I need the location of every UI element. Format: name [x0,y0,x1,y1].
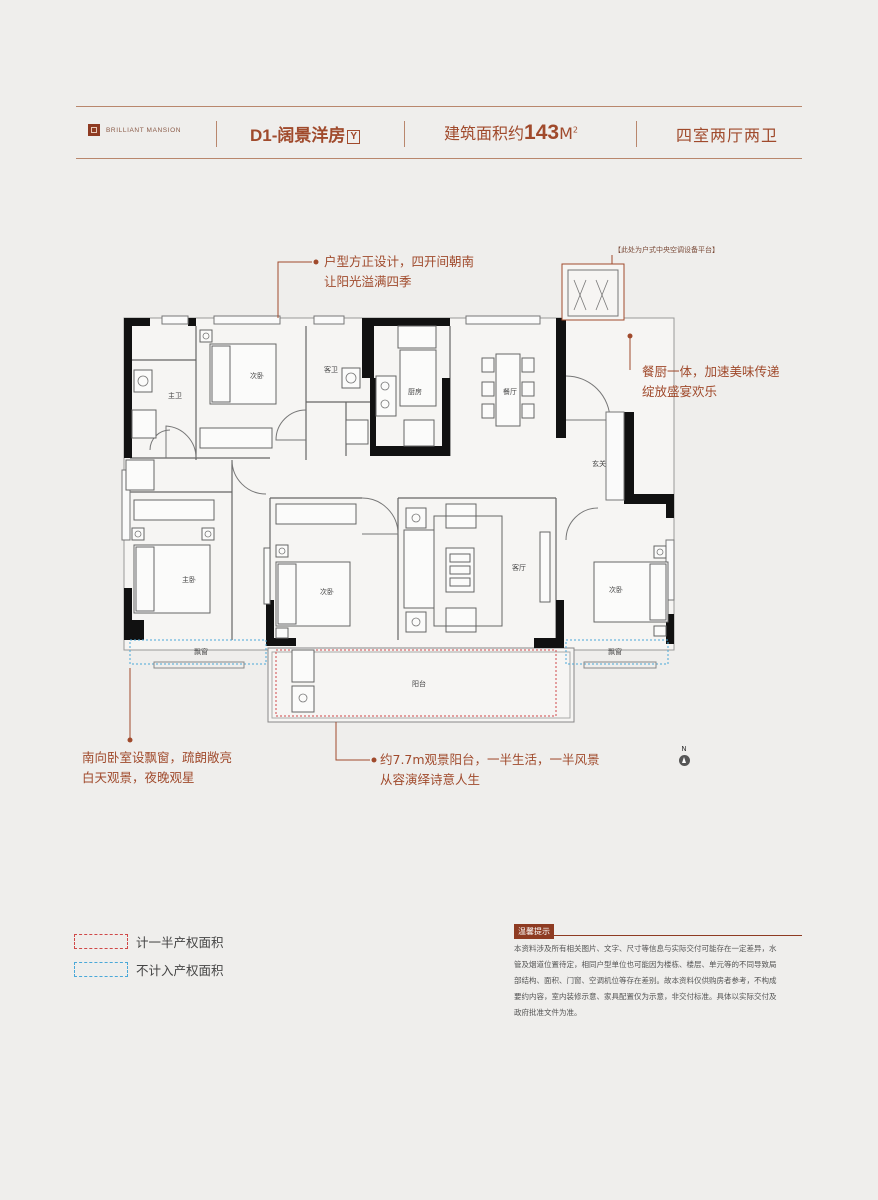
unit-type-name: D1-阔景洋房 [250,126,346,145]
balcony-note-line: 从容演绎诗意人生 [380,772,481,787]
bay-note-line: 南向卧室设飘窗，疏朗敞亮 [82,750,233,765]
bay-note: 南向卧室设飘窗，疏朗敞亮 白天观景，夜晚观星 [82,748,232,788]
room-label-entrance: 玄关 [592,459,606,468]
brand: BRILLIANT MANSION [88,124,181,136]
room-label-bedroom-mid: 次卧 [320,587,334,596]
tips-line: 政府批准文件为准。 [514,1008,582,1017]
layout-note-line: 让阳光溢满四季 [324,274,412,289]
room-label-living: 客厅 [512,563,526,572]
dining-note-line: 绽放盛宴欢乐 [642,384,718,399]
blue-dashed-swatch-icon [74,962,128,977]
north-indicator: N [677,745,691,766]
balcony-note: 约7.7m观景阳台，一半生活，一半风景 从容演绎诗意人生 [380,750,600,790]
room-label-bay-west: 飘窗 [194,647,208,656]
legend-half-area-label: 计一半产权面积 [136,935,224,950]
tips-title: 温馨提示 [514,924,554,939]
tips-line: 本资料涉及所有相关图片、文字、尺寸等信息与实际交付可能存在一定差异，水 [514,944,777,953]
north-label: N [681,745,687,753]
header-top-rule [76,106,802,107]
ac-platform-note: 【此处为户式中央空调设备平台】 [614,246,719,254]
layout-note-line: 户型方正设计，四开间朝南 [324,254,475,269]
header-divider [636,121,637,147]
room-label-guest-bath: 客卫 [324,365,338,374]
room-label-kitchen: 厨房 [408,387,422,396]
legend-no-area: 不计入产权面积 [74,960,224,979]
room-label-bedroom-nw: 次卧 [250,371,264,380]
room-label-master-bedroom: 主卧 [182,575,196,584]
area-sup: 2 [572,125,578,135]
tips-line: 管及烟道位置待定，相同户型单位也可能因为楼栋、楼层、单元等的不同导致局 [514,960,777,969]
tips-body: 本资料涉及所有相关图片、文字、尺寸等信息与实际交付可能存在一定差异，水 管及烟道… [514,941,802,1021]
tips-rule [514,935,802,936]
bay-note-line: 白天观景，夜晚观星 [82,770,195,785]
tips-line: 部结构、面积、门窗、空调机位等存在差别。故本资料仅供购房者参考，不构成 [514,976,777,985]
legend-no-area-label: 不计入产权面积 [136,963,224,978]
header-divider [216,121,217,147]
brand-logo-icon [88,124,100,136]
layout-note: 户型方正设计，四开间朝南 让阳光溢满四季 [324,252,474,292]
header-bottom-rule [76,158,802,159]
room-label-master-bath: 主卫 [168,391,182,400]
dining-note: 餐厨一体，加速美味传递 绽放盛宴欢乐 [642,362,780,402]
tips-line: 要约内容，室内装修示意、家具配置仅为示意，非交付标准。具体以实际交付及 [514,992,777,1001]
room-label-balcony: 阳台 [412,679,426,688]
building-area: 建筑面积约143M2 [444,120,578,145]
legend-half-area: 计一半产权面积 [74,932,224,951]
area-prefix: 建筑面积约 [444,124,525,143]
room-count: 四室两厅两卫 [676,126,779,145]
red-dashed-swatch-icon [74,934,128,949]
room-label-bedroom-east: 次卧 [609,585,623,594]
balcony-note-line: 约7.7m观景阳台，一半生活，一半风景 [380,752,600,767]
brand-name: BRILLIANT MANSION [106,126,182,134]
dining-note-line: 餐厨一体，加速美味传递 [642,364,780,379]
north-arrow-icon [678,755,690,766]
area-value: 143 [524,121,560,144]
room-label-dining: 餐厅 [503,387,517,396]
room-label-bay-east: 飘窗 [608,647,622,656]
unit-tag: Y [347,130,361,144]
area-unit: M [559,124,573,143]
header-divider [404,121,405,147]
